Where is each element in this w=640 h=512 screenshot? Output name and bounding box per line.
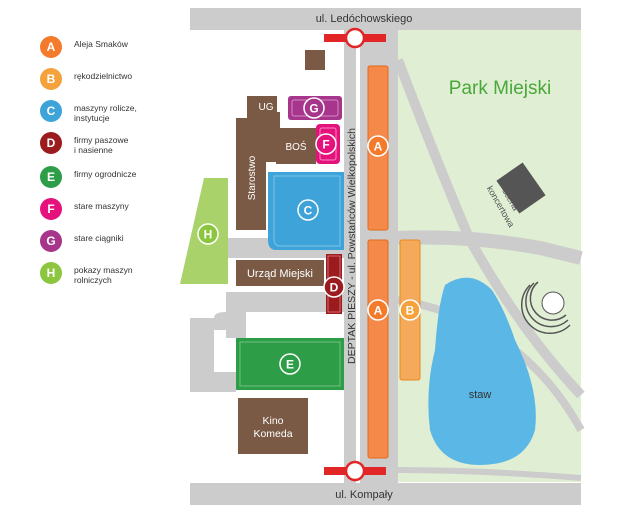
building-urzad <box>236 260 324 286</box>
building-kino-label-1: Kino <box>262 415 283 427</box>
svg-text:E: E <box>286 358 294 372</box>
svg-text:B: B <box>406 304 415 318</box>
svg-text:H: H <box>204 228 213 242</box>
building-starostwo <box>236 118 266 230</box>
badge-b: B <box>399 299 421 321</box>
legend-label: pokazy maszyn rolniczych <box>74 265 133 285</box>
amphitheatre <box>520 281 571 335</box>
legend-item-f: F stare maszyny <box>40 198 180 224</box>
legend-item-e: E firmy ogrodnicze <box>40 166 180 192</box>
legend-label: stare ciągniki <box>74 233 124 243</box>
svg-text:D: D <box>330 281 339 295</box>
badge-a: A <box>40 36 62 58</box>
svg-text:A: A <box>374 140 383 154</box>
entry-gate-south <box>324 460 386 482</box>
badge-f: F <box>40 198 62 220</box>
pedestrian-street-label: DEPTAK PIESZY - ul. Powstańców Wielkopol… <box>346 128 358 364</box>
legend-item-d: D firmy paszowe i nasienne <box>40 132 180 158</box>
badge-g: G <box>303 97 325 119</box>
legend-label: firmy ogrodnicze <box>74 169 137 179</box>
svg-text:A: A <box>374 304 383 318</box>
road-bottom <box>190 483 581 505</box>
building-ug-label: UG <box>259 102 274 113</box>
legend-item-h: H pokazy maszyn rolniczych <box>40 262 180 288</box>
road-top <box>190 8 581 30</box>
legend-item-b: B rękodzielnictwo <box>40 68 180 94</box>
building-bos-label: BOŚ <box>285 140 306 153</box>
legend-label: firmy paszowe i nasienne <box>74 135 129 155</box>
svg-text:G: G <box>309 102 318 116</box>
legend-label: stare maszyny <box>74 201 129 211</box>
badge-e: E <box>40 166 62 188</box>
badge-c: C <box>297 199 319 221</box>
svg-text:F: F <box>322 138 329 152</box>
legend-label: maszyny rolicze, instytucje <box>74 103 137 123</box>
building-bos <box>276 128 316 164</box>
concert-stage <box>496 162 546 214</box>
street-bottom-label: ul. Kompały <box>335 489 393 501</box>
legend-label: rękodzielnictwo <box>74 71 133 81</box>
badge-h: H <box>197 223 219 245</box>
park-title: Park Miejski <box>449 78 551 99</box>
building-starostwo-label: Starostwo <box>247 155 258 200</box>
badge-a-north: A <box>367 135 389 157</box>
badge-c: C <box>40 100 62 122</box>
badge-a-south: A <box>367 299 389 321</box>
badge-b: B <box>40 68 62 90</box>
svg-text:C: C <box>304 204 313 218</box>
badge-e: E <box>279 353 301 375</box>
building-kino <box>238 398 308 454</box>
legend-item-c: C maszyny rolicze, instytucje <box>40 100 180 126</box>
pond-label: staw <box>469 389 492 401</box>
badge-d: D <box>323 276 345 298</box>
legend-label: Aleja Smaków <box>74 39 128 49</box>
legend-item-g: G stare ciągniki <box>40 230 180 256</box>
badge-h: H <box>40 262 62 284</box>
pond <box>428 277 536 465</box>
building-urzad-label: Urząd Miejski <box>247 268 313 280</box>
badge-d: D <box>40 132 62 154</box>
badge-f: F <box>315 133 337 155</box>
legend-item-a: A Aleja Smaków <box>40 36 180 62</box>
street-top-label: ul. Ledóchowskiego <box>316 13 413 25</box>
entry-gate-north <box>324 27 386 49</box>
building-kino-label-2: Komeda <box>253 428 292 440</box>
badge-g: G <box>40 230 62 252</box>
zone-a-south <box>367 239 389 459</box>
